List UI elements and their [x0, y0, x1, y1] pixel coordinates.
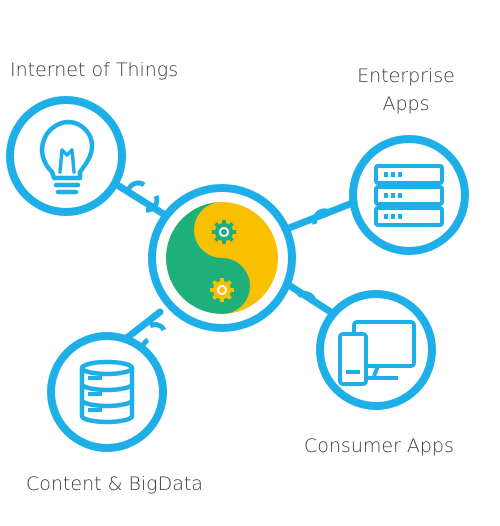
server-rack-icon: [374, 164, 444, 227]
label-enterprise-apps: Enterprise Apps: [340, 62, 472, 118]
connector-enterprise: [280, 196, 364, 234]
label-enterprise-line2: Apps: [382, 93, 430, 115]
label-content-bigdata: Content & BigData: [26, 473, 203, 495]
desktop-mobile-icon: [338, 320, 416, 386]
node-enterprise: [349, 135, 469, 255]
joint-iot-2: [145, 194, 160, 213]
label-enterprise-line1: Enterprise: [357, 65, 455, 87]
database-icon: [79, 359, 135, 425]
label-consumer-apps: Consumer Apps: [304, 435, 454, 457]
node-consumer: [316, 290, 436, 410]
node-content: [47, 332, 167, 452]
hub: [148, 184, 296, 332]
joint-iot: [125, 180, 146, 194]
gear-icon: [210, 278, 234, 302]
joint-consumer: [296, 291, 317, 302]
joint-content: [148, 322, 167, 332]
joint-enterprise: [312, 208, 331, 225]
node-iot: [6, 96, 126, 216]
lightbulb-icon: [39, 119, 95, 195]
label-internet-of-things: Internet of Things: [10, 59, 179, 81]
node-ring: [349, 135, 469, 255]
gear-icon: [212, 220, 236, 244]
